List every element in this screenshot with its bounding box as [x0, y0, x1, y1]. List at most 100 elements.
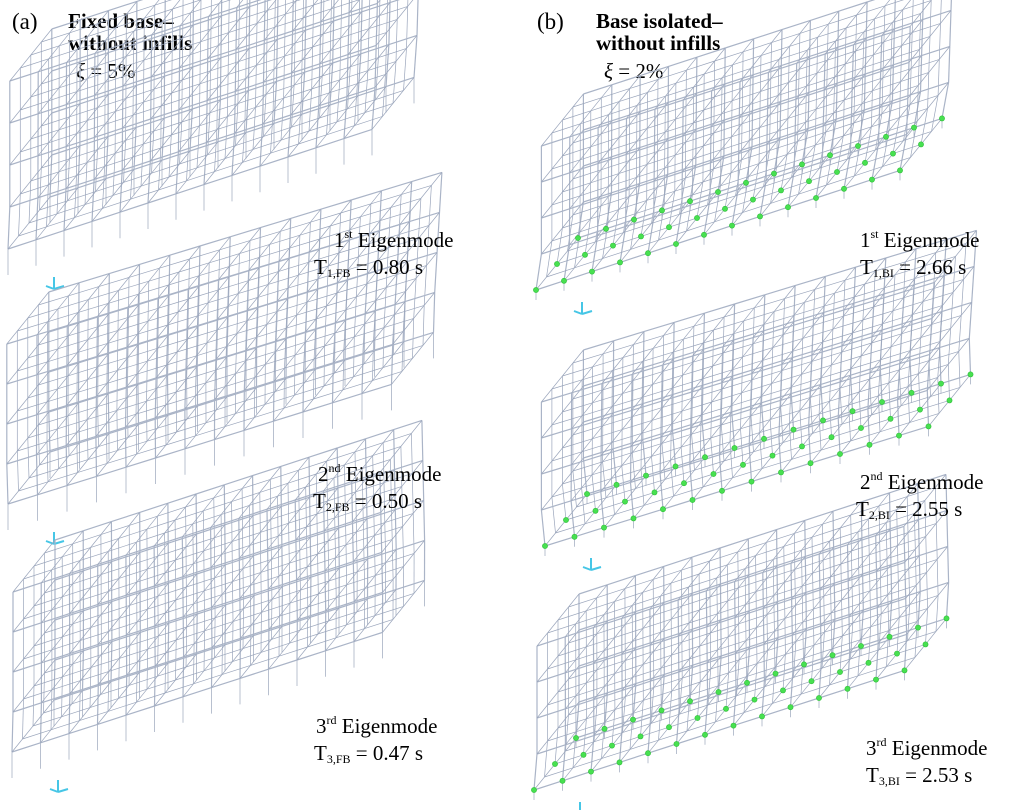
frame-member — [119, 198, 131, 213]
frame-member — [186, 171, 215, 182]
frame-member — [125, 417, 156, 428]
frame-member — [323, 376, 354, 387]
frame-member — [125, 453, 137, 468]
frame-member — [386, 0, 388, 33]
frame-member — [182, 687, 212, 698]
frame-member — [165, 639, 177, 654]
frame-member — [379, 6, 408, 16]
frame-member — [277, 496, 279, 537]
frame-member — [281, 536, 311, 547]
frame-member — [312, 4, 314, 48]
frame-member — [590, 735, 595, 772]
frame-member — [291, 59, 303, 74]
frame-member — [422, 460, 425, 501]
frame-member — [126, 625, 155, 636]
frame-member — [167, 311, 179, 326]
frame-member — [23, 609, 52, 620]
frame-member — [87, 111, 116, 121]
frame-member — [308, 121, 338, 132]
frame-member — [380, 512, 383, 553]
frame-member — [95, 356, 98, 397]
frame-member — [334, 508, 364, 519]
frame-member — [358, 32, 387, 42]
frame-member — [132, 147, 161, 158]
frame-member — [302, 4, 314, 19]
frame-member — [339, 37, 342, 80]
frame-member — [353, 551, 382, 563]
frame-member — [289, 629, 301, 644]
frame-member — [803, 628, 807, 665]
frame-member — [438, 172, 443, 213]
frame-member — [203, 142, 207, 185]
frame-member — [106, 410, 118, 424]
frame-member — [346, 611, 358, 626]
frame-member — [231, 532, 261, 542]
frame-member — [204, 617, 216, 632]
frame-member — [289, 589, 301, 604]
frame-member — [299, 225, 331, 236]
frame-member — [123, 140, 126, 183]
frame-member — [301, 72, 306, 115]
frame-member — [374, 526, 403, 536]
frame-member — [868, 554, 871, 591]
frame-member — [263, 72, 292, 83]
frame-member — [388, 2, 391, 45]
frame-member — [327, 500, 329, 542]
frame-member — [247, 300, 278, 311]
frame-member — [259, 247, 290, 258]
frame-member — [291, 63, 320, 74]
frame-member — [135, 400, 147, 415]
frame-member — [761, 706, 791, 717]
frame-member — [123, 172, 152, 183]
frame-member — [108, 618, 120, 632]
frame-member — [270, 111, 274, 154]
frame-member — [161, 50, 173, 65]
frame-member — [155, 444, 167, 459]
frame-member — [316, 513, 318, 555]
frame-member — [533, 780, 563, 791]
frame-member — [252, 136, 264, 150]
frame-member — [367, 549, 397, 560]
frame-member — [353, 363, 365, 378]
frame-member — [161, 54, 191, 65]
frame-member — [266, 314, 297, 325]
frame-member — [322, 66, 351, 77]
frame-member — [869, 590, 872, 627]
frame-member — [153, 75, 165, 90]
frame-member — [232, 652, 262, 662]
frame-member — [184, 435, 196, 450]
frame-member — [839, 527, 842, 565]
frame-member — [159, 254, 171, 269]
frame-member — [97, 631, 109, 645]
frame-member — [754, 663, 758, 700]
frame-member — [17, 441, 48, 452]
frame-member — [385, 32, 388, 75]
frame-member — [97, 52, 109, 66]
frame-member — [300, 59, 303, 103]
frame-member — [179, 12, 191, 27]
frame-member — [374, 606, 404, 616]
frame-member — [391, 526, 403, 540]
frame-member — [235, 400, 247, 414]
frame-member — [122, 72, 134, 87]
frame-member — [168, 275, 199, 286]
frame-member — [238, 52, 267, 62]
frame-member — [789, 671, 794, 708]
frame-member — [324, 570, 327, 611]
frame-member — [57, 415, 69, 430]
frame-member — [147, 351, 178, 362]
frame-member — [157, 662, 169, 677]
frame-member — [189, 54, 191, 97]
frame-member — [140, 176, 170, 187]
frame-member — [37, 424, 40, 466]
frame-member — [137, 320, 149, 335]
frame-member — [293, 43, 296, 86]
frame-member — [287, 278, 318, 289]
frame-member — [839, 635, 843, 673]
frame-member — [242, 528, 244, 569]
frame-member — [6, 450, 18, 465]
frame-member — [367, 263, 398, 275]
frame-member — [342, 376, 354, 391]
frame-member — [115, 56, 127, 70]
